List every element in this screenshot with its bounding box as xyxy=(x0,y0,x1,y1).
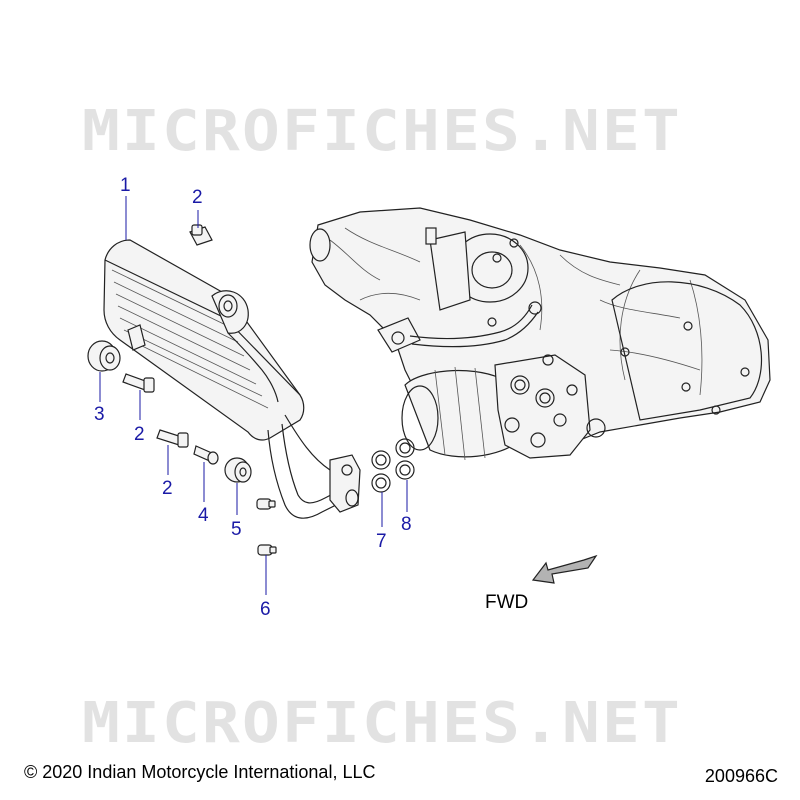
oil-cooler xyxy=(103,239,361,519)
o-rings-8 xyxy=(395,438,415,480)
callout-3: 3 xyxy=(94,404,105,425)
screw-lower xyxy=(257,544,277,556)
spacer-sleeve xyxy=(193,445,219,465)
callout-5: 5 xyxy=(231,519,242,540)
callout-8: 8 xyxy=(401,514,412,535)
screw-upper xyxy=(256,498,276,510)
leader-lines xyxy=(99,196,408,595)
callout-2-middle: 2 xyxy=(134,424,145,445)
callout-2-upper: 2 xyxy=(192,187,203,208)
forward-arrow-icon xyxy=(531,554,598,584)
callout-2-lower: 2 xyxy=(162,478,173,499)
engine-assembly xyxy=(309,207,771,461)
bolt-lower xyxy=(156,429,189,448)
callout-1: 1 xyxy=(120,175,131,196)
drawing-number: 200966C xyxy=(704,766,778,786)
callout-7: 7 xyxy=(376,531,387,552)
callout-6: 6 xyxy=(260,599,271,620)
o-rings-7 xyxy=(371,450,391,493)
watermark-bottom: MICROFICHES.NET xyxy=(82,691,682,756)
copyright-notice: © 2020 Indian Motorcycle International, … xyxy=(24,762,376,782)
grommet xyxy=(87,340,121,372)
watermark-top: MICROFICHES.NET xyxy=(82,99,682,164)
bolt-middle xyxy=(122,373,155,393)
bolt-upper xyxy=(189,224,213,246)
forward-label: FWD xyxy=(485,592,528,613)
callout-4: 4 xyxy=(198,505,209,526)
mount-grommet xyxy=(224,457,252,483)
